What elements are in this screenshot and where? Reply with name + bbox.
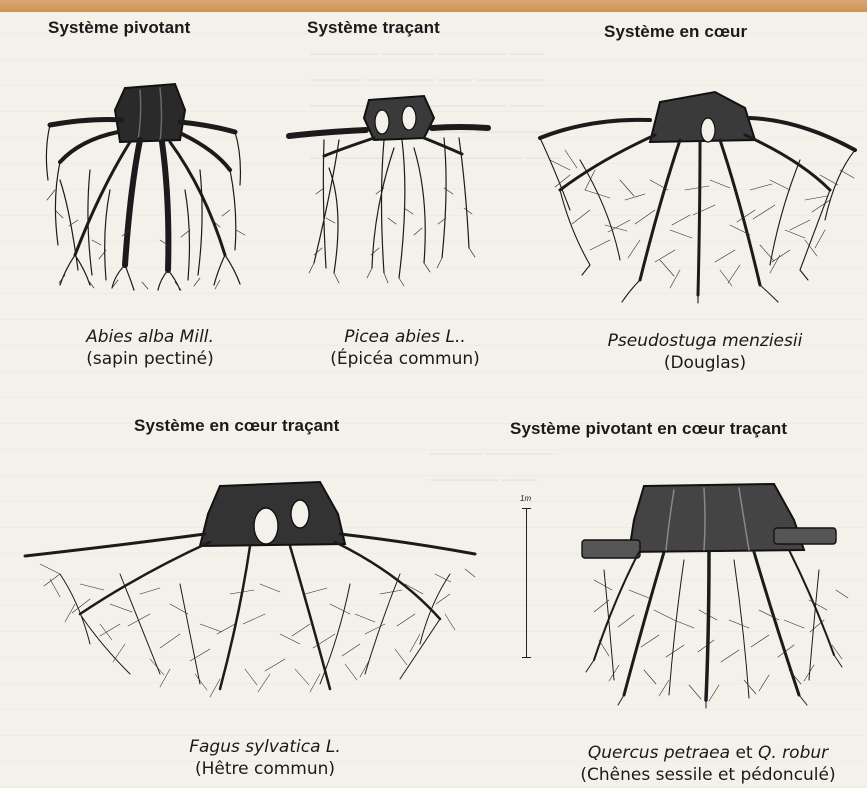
caption-abies: Abies alba Mill. (sapin pectiné) (30, 326, 270, 370)
caption-fagus-scientific: Fagus sylvatica L. (150, 736, 380, 758)
heading-picea: Système traçant (307, 18, 440, 38)
scale-bar: 1m (520, 498, 540, 660)
caption-douglas-common: (Douglas) (565, 352, 845, 374)
scale-bar-label: 1m (520, 494, 531, 503)
heading-abies: Système pivotant (48, 18, 190, 38)
root-illustration-fagus (20, 474, 480, 704)
caption-douglas: Pseudostuga menziesii (Douglas) (565, 330, 845, 374)
scale-bar-tick-bottom (522, 657, 531, 658)
caption-abies-common: (sapin pectiné) (30, 348, 270, 370)
caption-quercus-species-b: Q. robur (758, 743, 828, 763)
root-illustration-picea (284, 88, 494, 288)
root-illustration-quercus (574, 480, 854, 710)
caption-picea-scientific: Picea abies L.. (300, 326, 510, 348)
caption-fagus-common: (Hêtre commun) (150, 758, 380, 780)
caption-quercus-scientific: Quercus petraea et Q. robur (552, 742, 864, 764)
scale-bar-line (526, 508, 527, 658)
caption-fagus: Fagus sylvatica L. (Hêtre commun) (150, 736, 380, 780)
scale-bar-tick-top (522, 508, 531, 509)
root-illustration-douglas (530, 80, 860, 305)
caption-douglas-scientific: Pseudostuga menziesii (565, 330, 845, 352)
top-color-band (0, 0, 867, 12)
root-illustration-abies (30, 70, 270, 295)
caption-picea: Picea abies L.. (Épicéa commun) (300, 326, 510, 370)
heading-fagus: Système en cœur traçant (134, 416, 339, 436)
caption-picea-common: (Épicéa commun) (300, 348, 510, 370)
caption-quercus-join: et (735, 743, 752, 763)
heading-douglas: Système en cœur (604, 22, 747, 42)
caption-quercus-common: (Chênes sessile et pédonculé) (552, 764, 864, 786)
caption-quercus-species-a: Quercus petraea (588, 743, 730, 763)
caption-quercus: Quercus petraea et Q. robur (Chênes sess… (552, 742, 864, 786)
caption-abies-scientific: Abies alba Mill. (30, 326, 270, 348)
heading-quercus: Système pivotant en cœur traçant (510, 419, 787, 439)
